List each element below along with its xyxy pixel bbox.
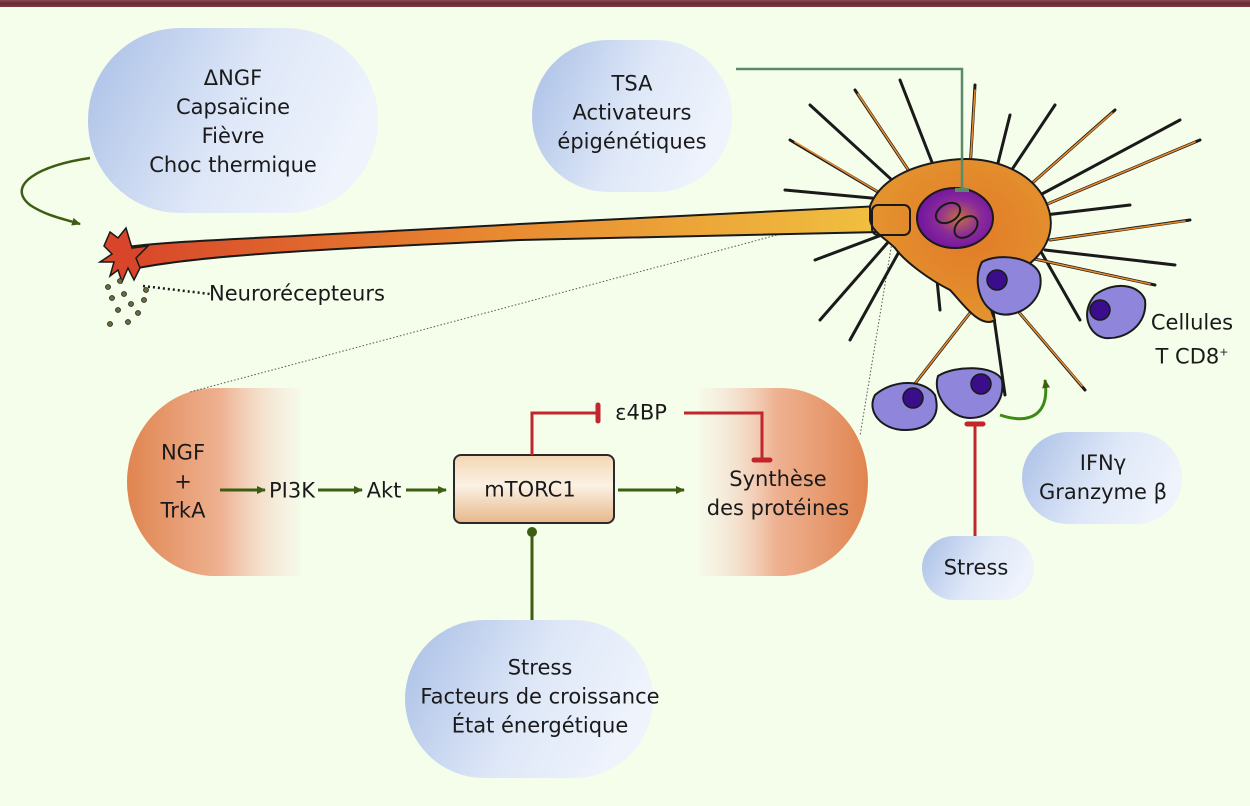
cytokines-line: IFNγ bbox=[1079, 451, 1127, 475]
stress-label: Stress bbox=[943, 555, 1009, 580]
tcells-line2-text: T CD8 bbox=[1155, 344, 1220, 369]
tcell bbox=[976, 256, 1042, 316]
stimuli-line: ΔNGF bbox=[203, 66, 263, 90]
stimuli-activation-arrow bbox=[20, 156, 91, 226]
neuroreceptors-label: Neurorécepteurs bbox=[209, 281, 385, 306]
protein-synthesis-bubble bbox=[700, 388, 868, 576]
upstream-signals-line: État énergétique bbox=[451, 713, 629, 738]
protein-synthesis-label: Synthèse des protéines bbox=[707, 465, 849, 523]
ngf-trka-line: + bbox=[174, 469, 192, 494]
cytokines-label: IFNγ Granzyme β bbox=[1039, 449, 1167, 507]
axon-hillock-box bbox=[871, 204, 911, 236]
tcell bbox=[871, 382, 938, 432]
pi3k-label: PI3K bbox=[269, 478, 315, 503]
epigenetic-line: épigénétiques bbox=[557, 129, 707, 154]
epigenetic-bubble bbox=[532, 40, 732, 192]
upstream-signals-line: Stress bbox=[507, 655, 573, 680]
stimuli-label: ΔNGF Capsaïcine Fièvre Choc thermique bbox=[149, 64, 317, 180]
ngf-trka-line: NGF bbox=[160, 440, 206, 465]
tsa-inhibition-line bbox=[736, 67, 964, 188]
epigenetic-label: TSA Activateurs épigénétiques bbox=[557, 70, 706, 157]
stimuli-line: Capsaïcine bbox=[175, 95, 291, 119]
protein-synthesis-line: des protéines bbox=[706, 496, 850, 520]
mtorc1-e4bp-inhibition bbox=[530, 411, 596, 455]
zoom-guide-line bbox=[859, 235, 894, 437]
upstream-signals-label: Stress Facteurs de croissance État énerg… bbox=[420, 654, 659, 741]
ngf-trka-bubble bbox=[127, 388, 300, 576]
e4bp-synthesis-inhibition bbox=[684, 411, 764, 458]
tcell bbox=[935, 367, 1004, 420]
epigenetic-line: TSA bbox=[611, 71, 653, 96]
cytokines-line: Granzyme β bbox=[1039, 480, 1167, 504]
nucleolus bbox=[934, 201, 962, 225]
upstream-signals-bubble bbox=[405, 620, 653, 778]
protein-synthesis-line: Synthèse bbox=[729, 467, 827, 491]
epigenetic-line: Activateurs bbox=[572, 100, 692, 125]
neuron-axon bbox=[118, 204, 881, 270]
neurotransmitter-dots bbox=[105, 278, 149, 327]
mtorc1-label: mTORC1 bbox=[484, 477, 576, 502]
upstream-signals-line: Facteurs de croissance bbox=[420, 684, 660, 709]
akt-label: Akt bbox=[366, 478, 402, 503]
neuron-dendrite-fill bbox=[794, 89, 1196, 387]
tcells-line1: Cellules bbox=[1150, 310, 1234, 335]
tcell bbox=[1086, 284, 1147, 340]
tcells-label: Cellules T CD8+ bbox=[1151, 309, 1233, 372]
nucleolus bbox=[953, 215, 979, 239]
tcells-superscript: + bbox=[1219, 345, 1229, 359]
nerve-terminal bbox=[97, 226, 151, 285]
stimuli-bubble bbox=[88, 28, 378, 213]
mtorc1-box[interactable] bbox=[453, 454, 615, 524]
modulation-dot bbox=[527, 527, 537, 537]
tcell-neuron-activation-arrow bbox=[999, 379, 1051, 421]
stress-bubble bbox=[922, 536, 1034, 600]
cytokines-bubble bbox=[1022, 432, 1182, 524]
stimuli-line: Fièvre bbox=[201, 124, 265, 148]
stimuli-line: Choc thermique bbox=[149, 153, 317, 177]
e4bp-label: ε4BP bbox=[615, 400, 667, 425]
ngf-trka-label: NGF + TrkA bbox=[161, 439, 206, 526]
header-bar bbox=[0, 0, 1250, 7]
neuroreceptors-leader bbox=[142, 284, 211, 296]
ngf-trka-line: TrkA bbox=[160, 498, 206, 523]
tcells-line2: T CD8+ bbox=[1151, 338, 1233, 372]
